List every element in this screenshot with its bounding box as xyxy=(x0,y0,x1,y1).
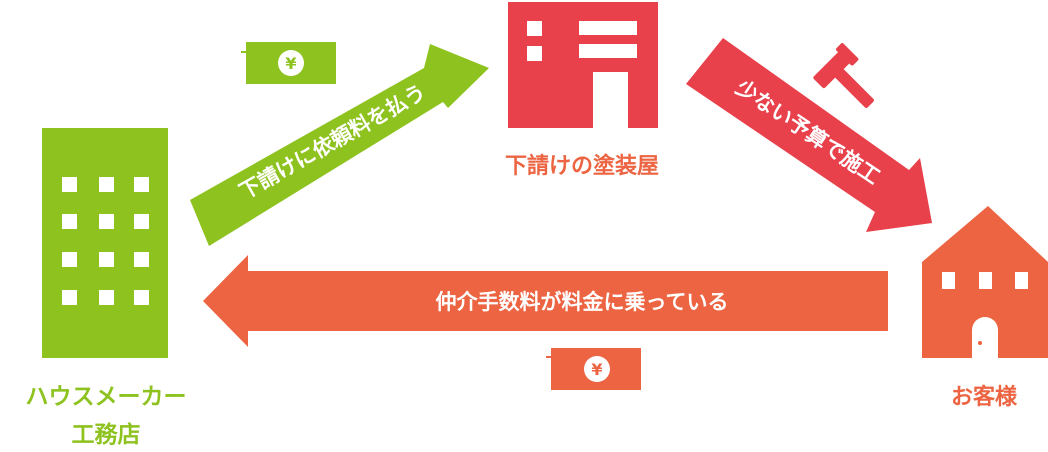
office-building-icon xyxy=(42,128,168,358)
hammer-icon xyxy=(813,43,874,108)
house-icon xyxy=(922,206,1048,358)
small-building-icon xyxy=(508,2,658,128)
yen-symbol-green: ¥ xyxy=(285,54,296,73)
pay-subcontractor-arrow: 下請けに依頼料を払う xyxy=(190,44,489,246)
yen-symbol-orange: ¥ xyxy=(591,360,602,379)
customer-label: お客様 xyxy=(951,384,1018,410)
house-maker-label-line1: ハウスメーカー xyxy=(26,384,187,410)
money-stack-icon-orange xyxy=(546,348,641,399)
house-maker-label-line2: 工務店 xyxy=(72,421,141,448)
construction-arrow: 少ない予算で施工 xyxy=(686,38,932,232)
pay-subcontractor-label: 下請けに依頼料を払う xyxy=(235,80,430,204)
commission-arrow: 仲介手数料が料金に乗っている xyxy=(203,255,888,347)
money-stack-icon-green xyxy=(241,42,336,94)
commission-label: 仲介手数料が料金に乗っている xyxy=(436,290,729,314)
subcontractor-label: 下請けの塗装屋 xyxy=(505,153,659,179)
